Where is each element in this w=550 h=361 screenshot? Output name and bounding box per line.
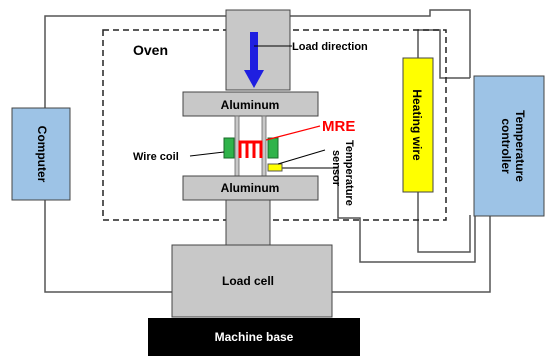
wire-heating-bottom bbox=[417, 192, 471, 253]
temperature-sensor-label-2: sensor bbox=[330, 150, 342, 187]
wire-heating-top bbox=[417, 29, 470, 79]
wire-coil-left bbox=[223, 137, 235, 159]
connection-wires bbox=[44, 9, 491, 293]
wire-coil-leader bbox=[189, 151, 225, 157]
bottom-shaft bbox=[225, 199, 271, 246]
aluminum-top-label: Aluminum bbox=[221, 98, 280, 112]
heating-wire-label: Heating wire bbox=[410, 89, 424, 161]
load-arrow-shaft bbox=[250, 32, 258, 74]
temperature-sensor-leader bbox=[277, 149, 326, 165]
wire-coil-label: Wire coil bbox=[133, 151, 179, 163]
machine-base-label: Machine base bbox=[215, 330, 294, 344]
mre-sample bbox=[238, 140, 263, 158]
heating-wire-box bbox=[402, 57, 434, 193]
load-cell-label: Load cell bbox=[222, 274, 274, 288]
computer-box bbox=[11, 107, 71, 201]
wire-sensor bbox=[282, 167, 476, 263]
temperature-controller-box bbox=[473, 75, 545, 217]
wire-computer-bottom bbox=[44, 200, 172, 293]
machine-base bbox=[148, 318, 360, 356]
temperature-sensor bbox=[267, 163, 283, 172]
aluminum-bottom-label: Aluminum bbox=[221, 181, 280, 195]
temperature-controller-label-1: Temperature bbox=[513, 110, 527, 182]
rod-left bbox=[234, 115, 240, 177]
computer-label: Computer bbox=[35, 126, 49, 183]
oven-label: Oven bbox=[133, 42, 168, 58]
load-arrow-head bbox=[244, 70, 264, 88]
rod-right bbox=[261, 115, 267, 177]
load-direction-label: Load direction bbox=[292, 41, 368, 53]
wire-loadcell-right bbox=[332, 215, 491, 293]
temperature-sensor-label-1: Temperature bbox=[343, 140, 355, 206]
load-cell bbox=[171, 244, 333, 318]
temperature-controller-label-2: controller bbox=[499, 118, 513, 174]
wire-coil-right bbox=[267, 137, 279, 159]
aluminum-top-block bbox=[182, 91, 319, 117]
wire-computer-top bbox=[44, 9, 471, 110]
mre-label: MRE bbox=[322, 118, 355, 135]
mre-leader bbox=[265, 125, 321, 141]
